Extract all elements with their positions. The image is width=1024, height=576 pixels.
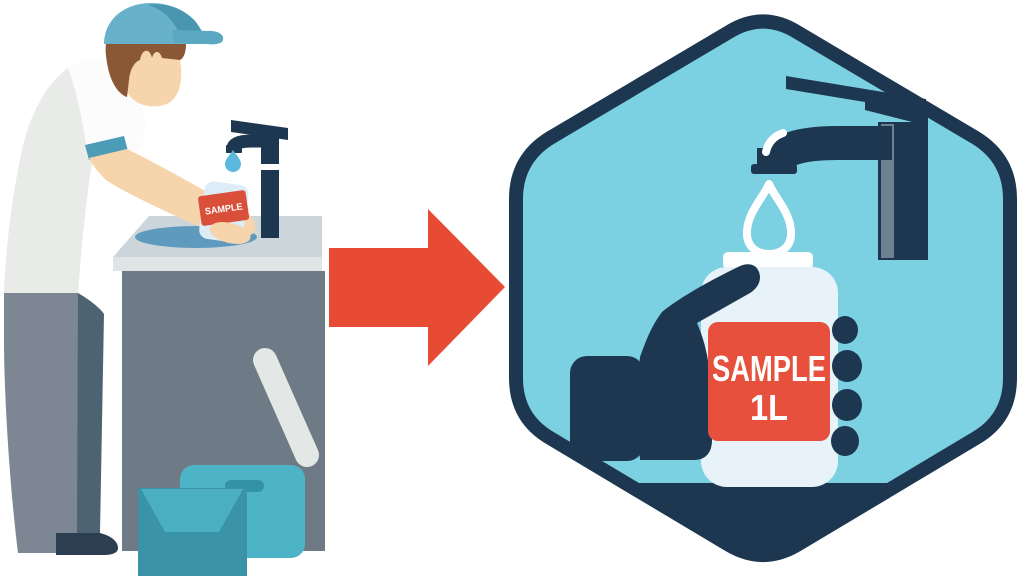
fingertip-3 [832,389,862,421]
worker [4,2,256,555]
box-opening [141,489,243,532]
sink-scene: SAMPLE [4,2,325,576]
large-bottle-label-line2: 1L [750,387,788,428]
hexagon-floor [516,483,1010,555]
worker-shirt-back [4,63,102,294]
fingertip-1 [832,316,858,344]
cap-brim [172,30,224,45]
hexagon-badge: SAMPLE 1L [509,14,1017,562]
gloved-hand [570,264,760,461]
large-bottle-label-line1: SAMPLE [712,348,826,389]
faucet-small-body [261,134,279,238]
gloved-wrist [570,356,644,461]
worker-sleeve-cuff [85,136,128,160]
arrow-right-icon [329,209,505,366]
fingertip-4 [831,426,859,456]
worker-finger [209,222,251,244]
counter-front-edge [113,257,322,271]
faucet-highlight [762,129,787,156]
faucet-large-spout [761,126,892,171]
worker-cap [104,2,224,45]
small-bottle-cap [216,170,242,186]
worker-back-leg [77,293,104,533]
gloved-fingertips [831,316,862,456]
faucet-small-lever [231,120,288,140]
small-bottle-label: SAMPLE [198,190,250,226]
large-bottle-cap [723,252,813,269]
open-box [138,488,247,576]
faucet-large-nozzle-flange [751,164,797,174]
large-bottle-label: SAMPLE 1L [708,322,830,441]
faucet-small-joint [261,164,279,170]
small-bottle-label-text: SAMPLE [204,201,243,217]
worker-hair [105,44,186,97]
worker-pants [4,293,87,553]
fingertip-2 [832,350,862,382]
water-drop-small [225,150,241,172]
faucet-large-lever-mount [865,96,928,126]
faucet-small-nozzle [226,145,242,153]
mop-handle [253,348,319,467]
faucet-small [226,120,288,238]
worker-shoe [56,533,118,555]
gloved-palm-thumb [636,264,760,460]
faucet-large [751,76,928,260]
